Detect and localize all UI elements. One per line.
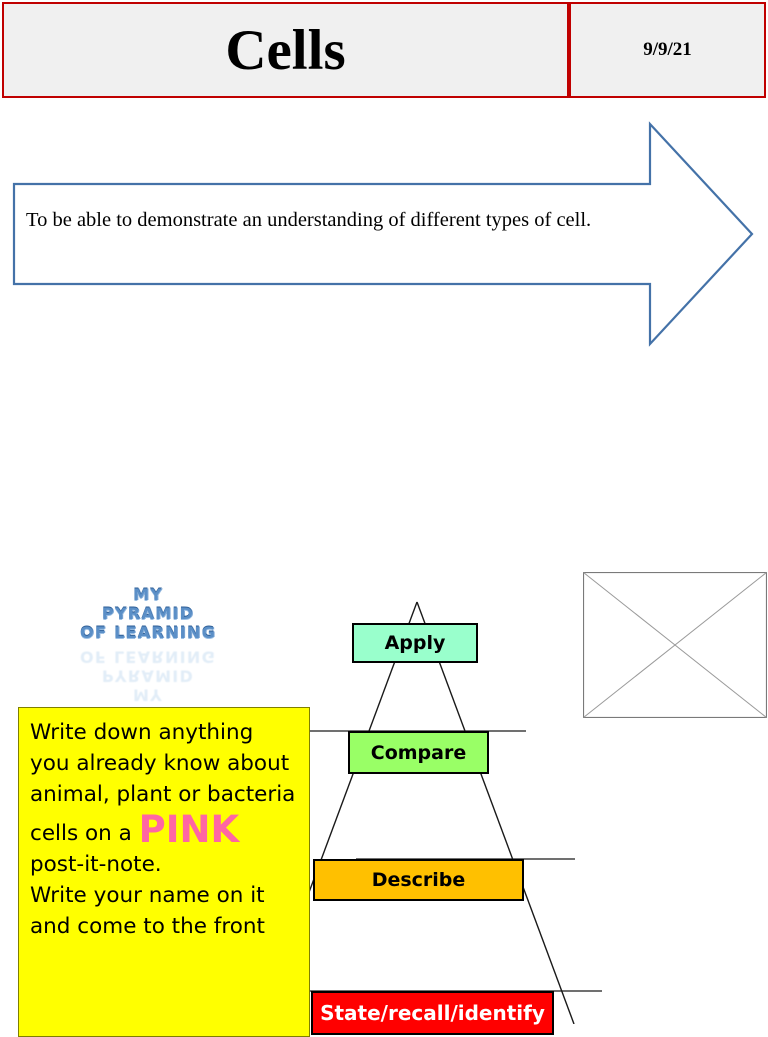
note-text-before-emphasis: Write down anything you already know abo… <box>30 720 296 846</box>
page-title: Cells <box>225 18 346 82</box>
wordart-line-3: OF LEARNING <box>79 622 217 642</box>
instruction-note: Write down anything you already know abo… <box>18 707 310 1037</box>
missing-image-placeholder-icon <box>583 572 767 718</box>
wordart-reflection-line-1: MY <box>132 685 164 705</box>
pyramid-tier-compare[interactable]: Compare <box>348 731 489 774</box>
pyramid-right-edge <box>416 601 575 1024</box>
right-arrow-icon <box>12 121 754 347</box>
wordart-line-2: PYRAMID <box>101 603 195 623</box>
objective-text: To be able to demonstrate an understandi… <box>26 209 592 231</box>
objective-arrow-banner: To be able to demonstrate an understandi… <box>12 118 756 350</box>
title-cell: Cells <box>2 2 569 98</box>
note-paragraph-1: Write down anything you already know abo… <box>30 718 298 881</box>
note-emphasis-pink: PINK <box>138 807 240 851</box>
wordart-my-pyramid-of-learning: MY PYRAMID OF LEARNING <box>48 585 248 643</box>
note-text-after-emphasis: post-it-note. <box>30 851 162 877</box>
date-cell: 9/9/21 <box>569 2 766 98</box>
lesson-date: 9/9/21 <box>643 39 692 60</box>
header-table: Cells 9/9/21 <box>2 2 766 98</box>
pyramid-tier-apply[interactable]: Apply <box>352 623 478 663</box>
note-paragraph-2: Write your name on it and come to the fr… <box>30 882 265 939</box>
pyramid-tier-state-recall-identify[interactable]: State/recall/identify <box>311 991 554 1035</box>
wordart-reflection-line-3: OF LEARNING <box>79 647 217 667</box>
pyramid-tier-describe[interactable]: Describe <box>313 859 524 901</box>
wordart-line-1: MY <box>132 585 164 604</box>
wordart-reflection-line-2: PYRAMID <box>101 666 195 686</box>
wordart-reflection: MY PYRAMID OF LEARNING <box>48 647 248 705</box>
